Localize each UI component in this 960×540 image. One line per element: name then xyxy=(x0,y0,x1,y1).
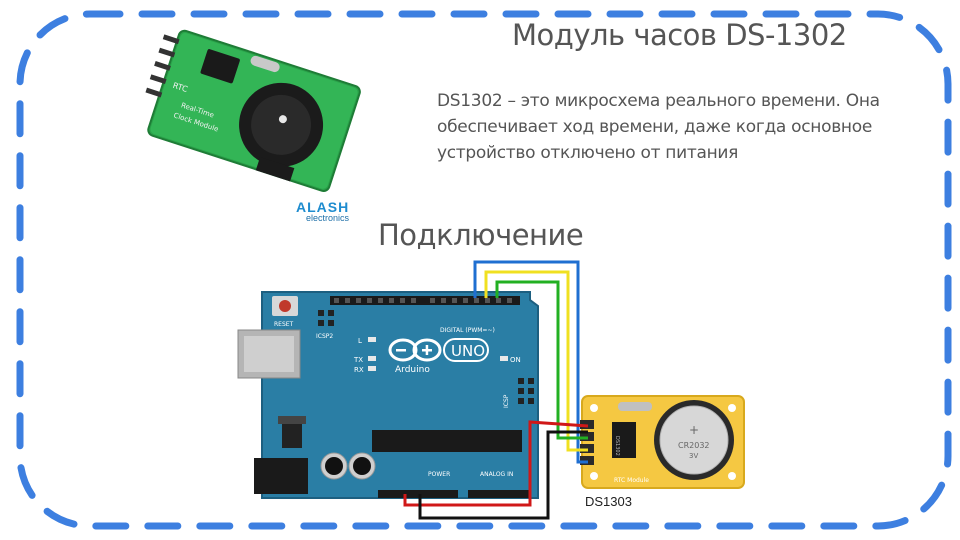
battery-voltage: 3V xyxy=(689,452,698,460)
battery-plus: + xyxy=(689,423,699,437)
on-label: ON xyxy=(510,356,521,364)
logo-sub: electronics xyxy=(306,213,350,223)
arduino-board: RESET ICSP2 DIGITAL (PWM=~) L TX RX xyxy=(237,291,539,499)
wiring-diagram: RESET ICSP2 DIGITAL (PWM=~) L TX RX xyxy=(237,260,745,520)
arduino-logo xyxy=(388,338,442,362)
description: DS1302 – это микросхема реального времен… xyxy=(437,88,880,166)
rtc-module-photo: Real-Time Clock Module RTC xyxy=(145,29,361,192)
tx-label: TX xyxy=(353,356,363,364)
rtc-chip-label: DS1302 xyxy=(614,436,620,456)
wire-green xyxy=(495,280,588,440)
wire-blue xyxy=(473,260,588,464)
wire-yellow xyxy=(484,270,588,452)
led-l-label: L xyxy=(358,337,362,345)
digital-label: DIGITAL (PWM=~) xyxy=(440,327,495,334)
description-line: устройство отключено от питания xyxy=(437,143,739,163)
board-name: Arduino xyxy=(395,365,430,375)
module-label: DS1303 xyxy=(585,494,632,509)
board-model: UNO xyxy=(451,342,485,360)
power-label: POWER xyxy=(428,471,450,478)
analog-label: ANALOG IN xyxy=(480,471,513,478)
description-line: DS1302 – это микросхема реального времен… xyxy=(437,91,880,111)
battery-label: CR2032 xyxy=(678,441,710,450)
wire-black xyxy=(418,430,588,520)
rx-label: RX xyxy=(354,366,364,374)
wire-red xyxy=(403,420,589,507)
wires xyxy=(403,260,589,520)
rtc-board-label: RTC Module xyxy=(614,477,649,484)
icsp2-label: ICSP2 xyxy=(316,333,333,340)
logo-brand: ALASH xyxy=(296,199,350,215)
rtc-module-board: DS1302 + CR2032 3V RTC Module xyxy=(580,395,745,489)
reset-label: RESET xyxy=(274,321,294,328)
icsp-label: ICSP xyxy=(503,394,510,408)
description-line: обеспечивает ход времени, даже когда осн… xyxy=(437,117,872,137)
alash-logo: ALASH electronics xyxy=(296,199,349,223)
section-title: Подключение xyxy=(378,218,584,252)
page-title: Модуль часов DS-1302 xyxy=(512,18,847,52)
